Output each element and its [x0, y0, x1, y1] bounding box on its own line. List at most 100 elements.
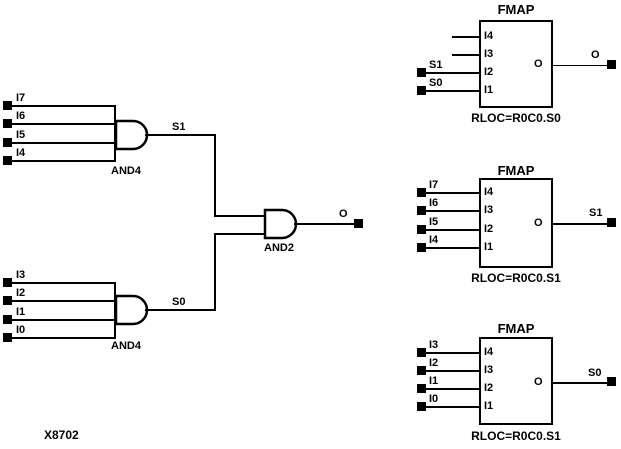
fmap3-pin-i3: I3 [484, 364, 494, 376]
fmap3-wire-i3 [426, 352, 481, 354]
fmap3-net-label-i3: I3 [429, 339, 439, 351]
net-label-i7: I7 [16, 92, 26, 104]
gate-label-and2: AND2 [264, 242, 294, 254]
terminal-i7 [3, 101, 12, 110]
fmap2-terminal-i7 [417, 188, 426, 197]
fmap2-pin-i2: I2 [484, 223, 494, 235]
fmap2-terminal-i6 [417, 206, 426, 215]
fmap3-wire-i1 [426, 388, 481, 390]
fmap1-box [479, 20, 553, 108]
fmap2-output-terminal [607, 218, 616, 227]
wire-s0-out [145, 309, 216, 311]
fmap2-pin-o: O [534, 217, 543, 229]
net-label-i6: I6 [16, 110, 26, 122]
fmap2-pin-i3: I3 [484, 204, 494, 216]
fmap3-terminal-i2 [417, 366, 426, 375]
fmap3-title: FMAP [497, 321, 535, 336]
fmap1-terminal-s1 [417, 68, 426, 77]
terminal-i6 [3, 119, 12, 128]
net-label-i5: I5 [16, 129, 26, 141]
terminal-o [354, 219, 363, 228]
fmap1-pin-i1: I1 [484, 84, 494, 96]
fmap3-net-label-i1: I1 [429, 375, 439, 387]
fmap3-output-terminal [607, 377, 616, 386]
fmap1-net-label-s1: S1 [429, 59, 443, 71]
fmap1-terminal-s0 [417, 86, 426, 95]
terminal-i4 [3, 156, 12, 165]
fmap3-pin-o: O [534, 376, 543, 388]
fmap2-wire-i6 [426, 210, 481, 212]
fmap3-net-label-i0: I0 [429, 393, 439, 405]
wire-and2-output [294, 223, 354, 225]
net-label-s1: S1 [172, 121, 186, 133]
fmap2-title: FMAP [497, 163, 535, 178]
figure-id-label: X8702 [44, 428, 79, 442]
fmap3-box [479, 337, 553, 425]
net-label-i0: I0 [16, 324, 26, 336]
fmap3-output-wire [551, 382, 607, 384]
fmap1-stub-i3 [452, 54, 481, 56]
fmap2-terminal-i4 [417, 243, 426, 252]
terminal-i0 [3, 333, 12, 342]
wire-i6 [11, 123, 116, 125]
wire-s1-vertical [214, 134, 216, 217]
fmap1-pin-i4: I4 [484, 30, 494, 42]
fmap2-net-label-i7: I7 [429, 179, 439, 191]
and4-bottom-gate-icon [114, 294, 149, 326]
fmap1-pin-i2: I2 [484, 66, 494, 78]
terminal-i1 [3, 315, 12, 324]
fmap2-net-label-i4: I4 [429, 234, 439, 246]
terminal-i5 [3, 138, 12, 147]
fmap1-title: FMAP [497, 2, 535, 17]
fmap3-terminal-i3 [417, 348, 426, 357]
fmap3-output-net-label: S0 [588, 367, 602, 379]
fmap3-wire-i2 [426, 370, 481, 372]
fmap2-box [479, 178, 553, 268]
fmap2-wire-i5 [426, 229, 481, 231]
fmap1-net-label-s0: S0 [429, 77, 443, 89]
fmap2-pin-i1: I1 [484, 241, 494, 253]
gate-label-and4-bottom: AND4 [111, 340, 141, 352]
fmap3-terminal-i0 [417, 402, 426, 411]
fmap3-terminal-i1 [417, 384, 426, 393]
wire-i7 [11, 105, 116, 107]
fmap1-stub-i4 [452, 36, 481, 38]
gate-label-and4-top: AND4 [111, 165, 141, 177]
net-label-s0: S0 [172, 296, 186, 308]
terminal-i2 [3, 296, 12, 305]
net-label-i4: I4 [16, 147, 26, 159]
fmap1-wire-s1 [426, 72, 481, 74]
fmap2-pin-i4: I4 [484, 186, 494, 198]
net-label-i3: I3 [16, 269, 26, 281]
fmap1-output-terminal [607, 60, 616, 69]
fmap2-net-label-i6: I6 [429, 197, 439, 209]
wire-i1 [11, 319, 116, 321]
fmap1-output-net-label: O [591, 49, 600, 61]
wire-s1-out [145, 134, 216, 136]
wire-i5 [11, 142, 116, 144]
fmap2-output-wire [551, 223, 607, 225]
fmap2-rloc-label: RLOC=R0C0.S1 [471, 271, 561, 285]
net-label-i2: I2 [16, 287, 26, 299]
wire-i4 [11, 160, 116, 162]
wire-s1-to-and2 [214, 215, 265, 217]
wire-s0-to-and2 [214, 233, 265, 235]
fmap3-net-label-i2: I2 [429, 357, 439, 369]
fmap3-pin-i1: I1 [484, 400, 494, 412]
wire-s0-vertical [214, 233, 216, 311]
fmap3-rloc-label: RLOC=R0C0.S1 [471, 429, 561, 443]
and2-gate-icon [263, 208, 298, 240]
fmap3-pin-i2: I2 [484, 382, 494, 394]
fmap3-pin-i4: I4 [484, 346, 494, 358]
fmap2-output-net-label: S1 [589, 207, 603, 219]
wire-i3 [11, 282, 116, 284]
fmap1-wire-s0 [426, 90, 481, 92]
fmap2-net-label-i5: I5 [429, 216, 439, 228]
fmap2-terminal-i5 [417, 225, 426, 234]
terminal-i3 [3, 278, 12, 287]
wire-i2 [11, 300, 116, 302]
net-label-o: O [339, 208, 348, 220]
fmap2-wire-i7 [426, 192, 481, 194]
net-label-i1: I1 [16, 306, 26, 318]
